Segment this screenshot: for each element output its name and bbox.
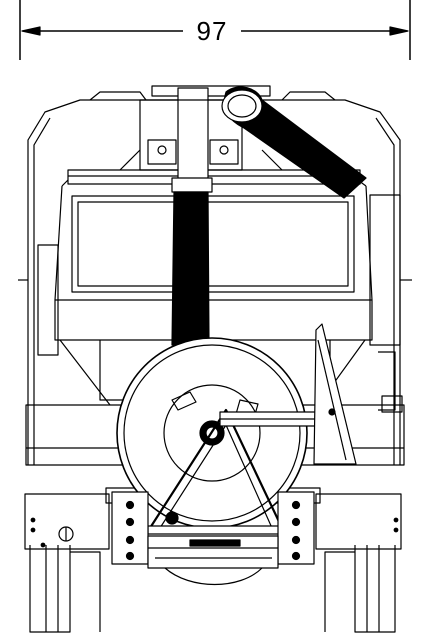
cab-body (18, 99, 412, 466)
arrowhead-right-icon (389, 26, 409, 36)
arrowhead-left-icon (21, 26, 41, 36)
left-tire (29, 545, 101, 633)
vacuum-hose (171, 86, 367, 346)
reel-brackets (111, 491, 315, 585)
overall-width-dimension-label: 97 (183, 16, 241, 46)
right-tire (324, 545, 396, 633)
width-dimension (19, 0, 411, 60)
roof-platform (67, 85, 361, 185)
hose-reel (116, 323, 357, 535)
